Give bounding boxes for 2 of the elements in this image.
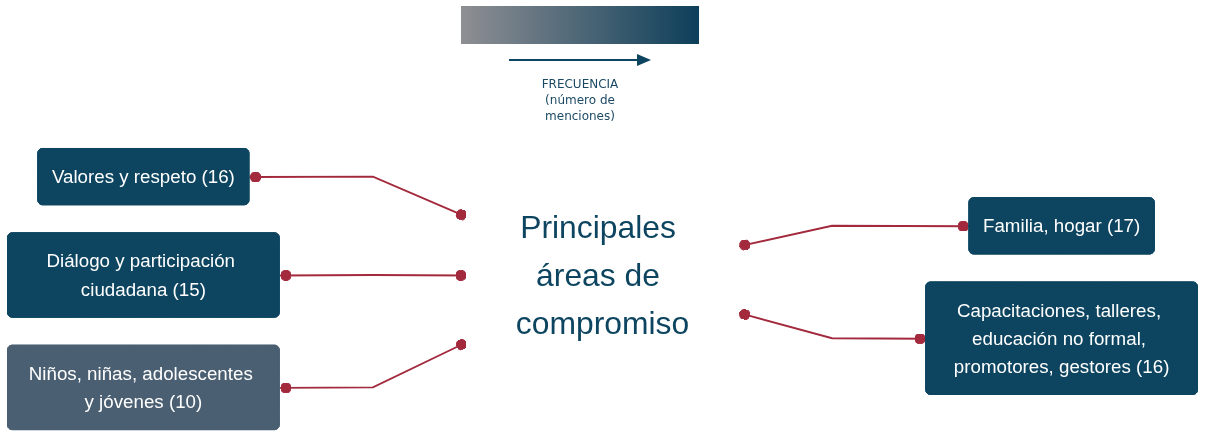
node-text: Principales áreas de compromiso bbox=[515, 208, 690, 341]
legend-text: FRECUENCIA (número de menciones) bbox=[540, 76, 620, 125]
